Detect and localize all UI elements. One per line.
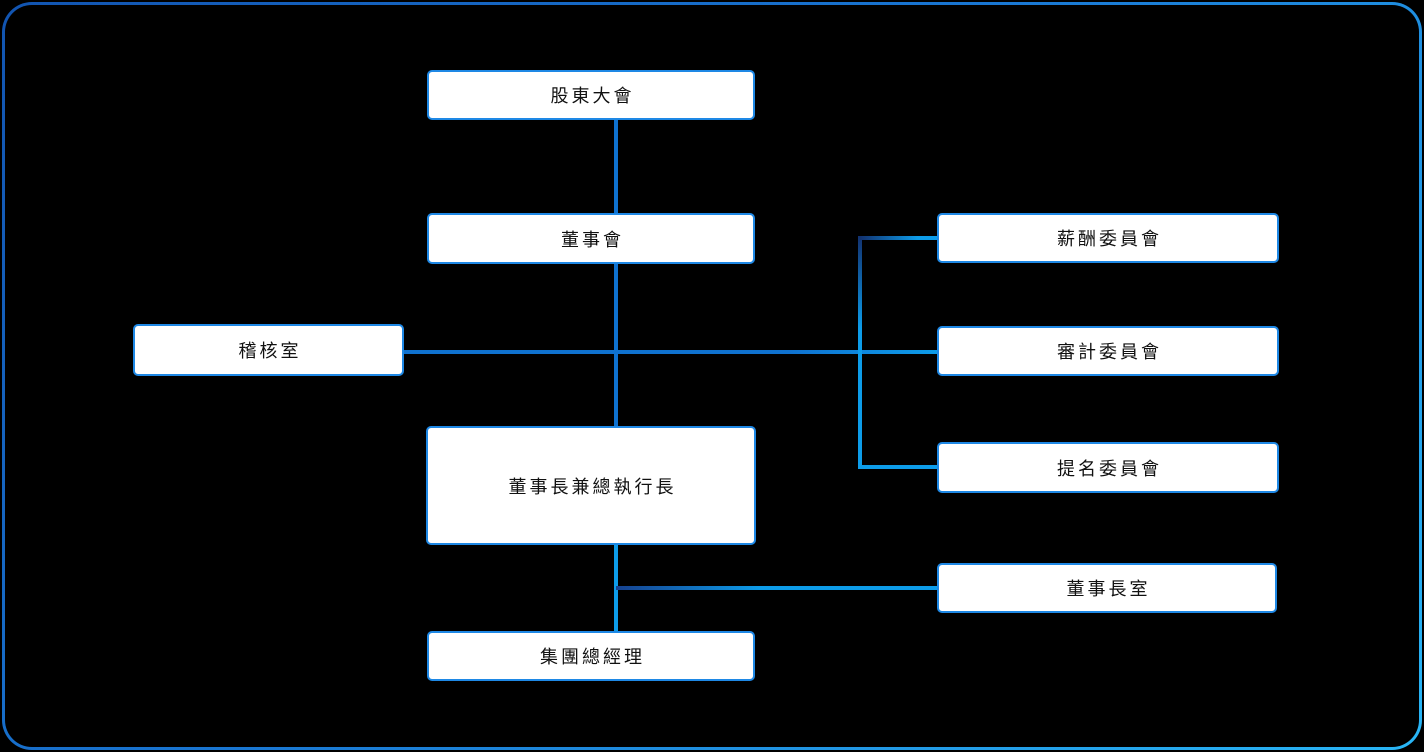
node-audit-office-label: 稽核室: [238, 341, 302, 362]
node-nomination-committee-label: 提名委員會: [1057, 458, 1162, 480]
node-group-general-manager-label: 集團總經理: [540, 647, 645, 668]
edge-committees-trunk-line: [858, 236, 862, 469]
node-audit-committee: 審計委員會: [937, 326, 1279, 376]
edge-stub-nomination-committee: [860, 465, 937, 469]
edge-board-to-chairman-ceo: [614, 263, 618, 427]
edge-shareholders-to-board: [614, 120, 618, 214]
node-remuneration-committee: 薪酬委員會: [937, 213, 1279, 263]
node-shareholders-meeting-label: 股東大會: [550, 86, 635, 107]
node-chairman-office-label: 董事長室: [1066, 579, 1151, 600]
node-audit-office: 稽核室: [133, 324, 404, 376]
node-chairman-office: 董事長室: [937, 563, 1277, 613]
edge-stub-remuneration-committee: [860, 236, 937, 240]
node-nomination-committee: 提名委員會: [937, 442, 1279, 493]
canvas-frame-inner: [5, 5, 1419, 747]
node-board-of-directors-label: 董事會: [561, 229, 624, 251]
edge-ceo-to-chairman-office: [616, 586, 937, 590]
node-shareholders-meeting: 股東大會: [427, 70, 755, 120]
edge-audit-office-cross-line: [404, 350, 938, 354]
node-chairman-and-ceo: 董事長兼總執行長: [426, 426, 756, 545]
node-chairman-and-ceo-label: 董事長兼總執行長: [508, 476, 677, 498]
node-board-of-directors: 董事會: [427, 213, 755, 264]
node-audit-committee-label: 審計委員會: [1057, 342, 1162, 363]
node-group-general-manager: 集團總經理: [427, 631, 755, 681]
node-remuneration-committee-label: 薪酬委員會: [1057, 229, 1162, 250]
